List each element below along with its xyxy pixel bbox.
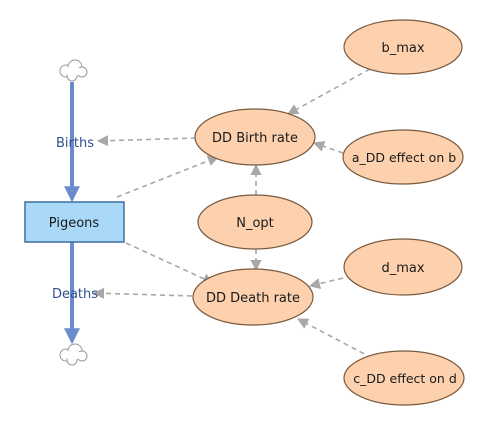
aux-a-dd-label: a_DD effect on b <box>352 150 456 165</box>
aux-birth-rate-label: DD Birth rate <box>212 131 298 146</box>
link-pigeons-to-birth-rate <box>116 155 220 198</box>
link-add-to-birth-rate <box>312 140 344 154</box>
link-dmax-to-death-rate <box>308 277 344 290</box>
aux-birth-rate[interactable]: DD Birth rate <box>194 108 316 166</box>
aux-n-opt-label: N_opt <box>236 216 274 231</box>
aux-a-dd-effect-on-b[interactable]: a_DD effect on b <box>342 129 464 185</box>
link-pigeons-to-death-rate <box>125 242 215 284</box>
stock-box <box>24 201 125 243</box>
aux-c-dd-label: c_DD effect on d <box>353 371 457 386</box>
aux-death-rate[interactable]: DD Death rate <box>192 268 314 326</box>
aux-c-dd-effect-on-d[interactable]: c_DD effect on d <box>343 350 465 406</box>
link-death-rate-to-deaths <box>92 287 193 299</box>
aux-n-opt[interactable]: N_opt <box>197 194 313 250</box>
stock-label: Pigeons <box>49 216 100 231</box>
aux-d-max[interactable]: d_max <box>343 238 463 296</box>
aux-b-max-label: b_max <box>381 41 424 56</box>
births-flow-label[interactable]: Births <box>56 136 94 151</box>
source-cloud-icon <box>59 59 88 82</box>
link-bmax-to-birth-rate <box>287 68 371 115</box>
influence-links <box>92 68 373 359</box>
aux-d-max-label: d_max <box>381 261 424 276</box>
stock-pigeons[interactable]: Pigeons <box>24 201 125 243</box>
link-birth-rate-to-births <box>96 135 197 147</box>
aux-b-max[interactable]: b_max <box>343 19 463 75</box>
sink-cloud-icon <box>59 343 88 366</box>
deaths-flow-label[interactable]: Deaths <box>52 287 98 302</box>
aux-death-rate-label: DD Death rate <box>206 291 300 306</box>
link-cdd-to-death-rate <box>297 318 373 359</box>
